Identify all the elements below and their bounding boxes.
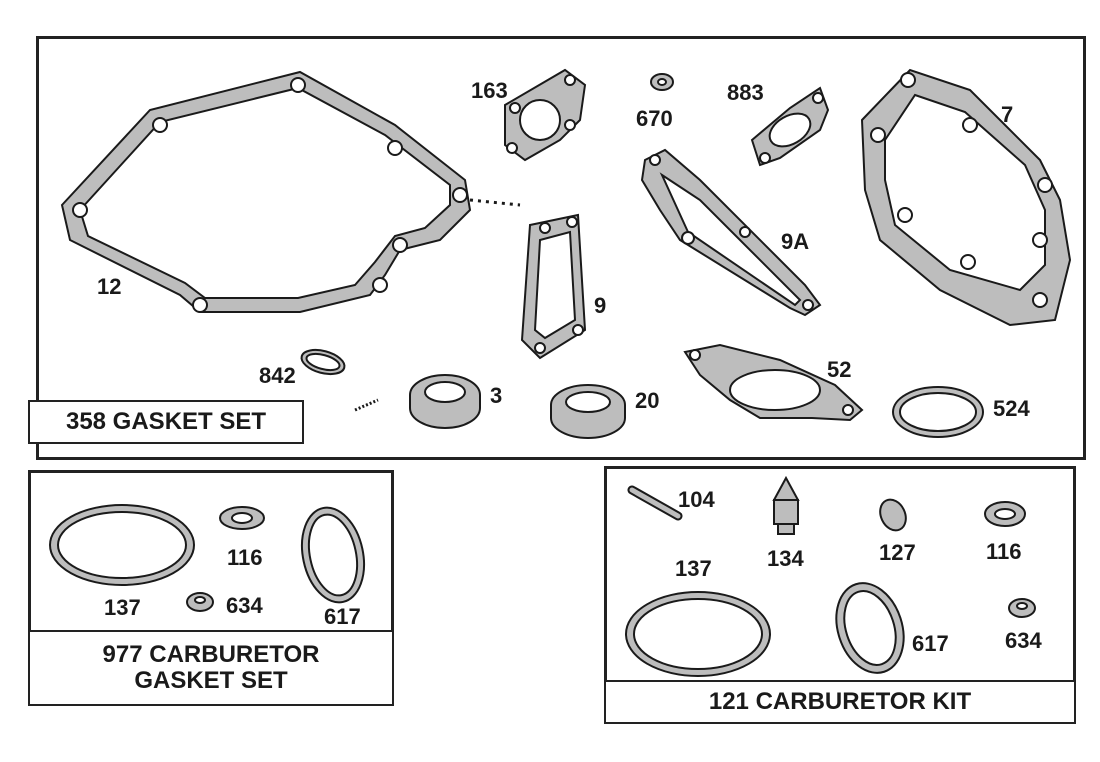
carb-kit-title-text: 121 CARBURETOR KIT	[708, 688, 972, 715]
kit-washer-116	[984, 501, 1026, 527]
label-3: 3	[490, 383, 503, 408]
carb-kit-title: 121 CARBURETOR KIT	[604, 680, 1076, 724]
label-9: 9	[594, 293, 607, 318]
kit-washer-634	[1008, 598, 1036, 618]
label-k617: 617	[912, 631, 949, 656]
oil-seal-3	[409, 374, 481, 429]
label-842: 842	[259, 363, 296, 388]
carb-gasket-set-title: 977 CARBURETOR GASKET SET	[28, 630, 394, 706]
label-c116: 116	[227, 545, 263, 570]
washer-670	[650, 73, 674, 91]
gasket-9a	[640, 148, 822, 317]
kit-plug-127	[879, 498, 907, 532]
exhaust-gasket-52	[683, 343, 864, 422]
label-k634: 634	[1005, 628, 1042, 653]
carb-ring-617	[301, 506, 365, 604]
label-c137: 137	[104, 595, 141, 620]
o-ring-842	[300, 348, 346, 376]
gasket-set-title: 358 GASKET SET	[28, 400, 304, 444]
gasket-ring-524	[892, 386, 984, 438]
label-9a: 9A	[781, 229, 810, 254]
label-c617: 617	[324, 604, 361, 629]
label-20: 20	[635, 388, 660, 413]
label-52: 52	[827, 357, 852, 382]
label-163: 163	[471, 78, 508, 103]
gasket-163	[504, 68, 587, 162]
gasket-set-panel	[36, 36, 1086, 460]
carb-gasket-set-title-line1: 977 CARBURETOR	[102, 640, 320, 668]
kit-ring-137	[625, 591, 771, 677]
label-k104: 104	[678, 487, 715, 512]
head-gasket-7	[860, 68, 1072, 327]
oil-seal-20	[550, 384, 626, 439]
crankcase-gasket-12	[60, 70, 521, 313]
carb-ring-137	[49, 504, 195, 586]
carb-washer-116	[219, 506, 265, 530]
label-883: 883	[727, 80, 764, 105]
label-k116: 116	[986, 539, 1022, 564]
carb-gasket-set-title-line2: GASKET SET	[134, 667, 288, 694]
label-c634: 634	[226, 593, 263, 618]
label-12: 12	[97, 274, 122, 299]
kit-pin-104	[627, 485, 683, 521]
label-670: 670	[636, 106, 673, 131]
label-k134: 134	[767, 546, 804, 571]
label-7: 7	[1001, 102, 1014, 127]
carb-washer-634	[186, 592, 214, 612]
kit-ring-617	[835, 582, 905, 674]
label-524: 524	[993, 396, 1030, 421]
gasket-set-title-text: 358 GASKET SET	[65, 408, 267, 435]
gasket-883	[750, 86, 830, 167]
kit-needle-134	[772, 475, 800, 535]
label-k137: 137	[675, 556, 712, 581]
label-k127: 127	[879, 540, 916, 565]
dowel-pin	[354, 398, 379, 412]
gasket-9	[520, 213, 587, 360]
